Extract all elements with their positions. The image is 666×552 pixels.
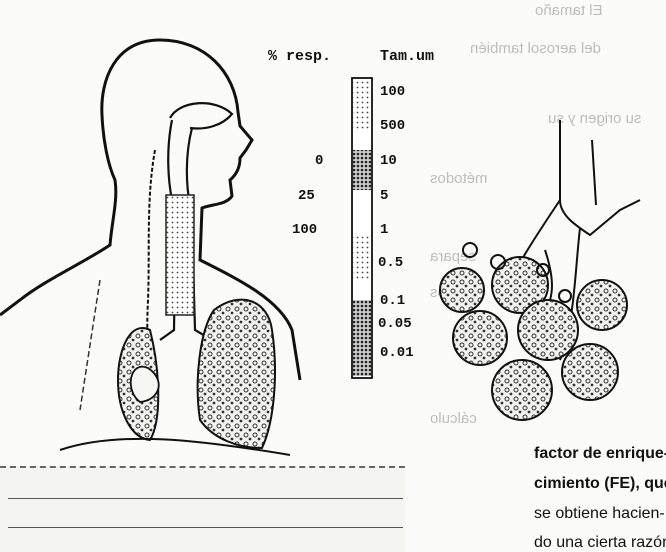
size-value: 5 <box>380 188 388 204</box>
alveoli-illustration <box>440 120 640 420</box>
size-value: 0.1 <box>380 293 405 309</box>
size-value: 100 <box>380 84 405 100</box>
right-lung <box>198 300 275 448</box>
trachea <box>166 195 194 315</box>
size-value: 0.05 <box>378 316 412 332</box>
size-value: 10 <box>380 153 397 169</box>
body-text-line: do una cierta razón <box>534 534 666 552</box>
table-strip <box>0 466 405 552</box>
size-value: 500 <box>380 118 405 134</box>
size-value: 0.5 <box>378 255 403 271</box>
body-text-line: factor de enrique- <box>534 445 666 463</box>
body-text-line: cimiento (FE), que <box>534 475 666 493</box>
rib-line <box>80 280 100 410</box>
size-value: 0.01 <box>380 345 414 361</box>
resp-value: 100 <box>292 222 317 238</box>
particle-scale-bar <box>352 78 372 378</box>
table-rule <box>8 498 403 528</box>
particle-size-header: Tam.um <box>380 48 434 65</box>
resp-value: 25 <box>298 188 315 204</box>
body-text-line: se obtiene hacien- <box>534 505 665 523</box>
resp-value: 0 <box>315 153 323 169</box>
size-value: 1 <box>380 222 388 238</box>
respiration-percent-header: % resp. <box>268 48 331 65</box>
